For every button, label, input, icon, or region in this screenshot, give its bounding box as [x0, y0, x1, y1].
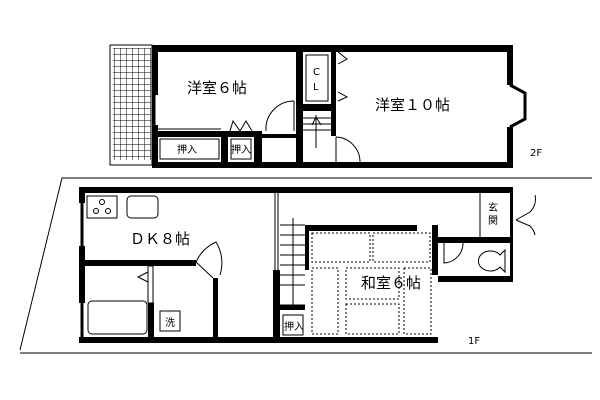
wall — [305, 225, 417, 231]
storage-label: 押入 — [284, 320, 304, 333]
wall — [438, 237, 513, 243]
wall — [79, 337, 438, 343]
door[interactable] — [195, 241, 223, 279]
wall — [507, 45, 513, 85]
floor-2: C L 押入 押入 洋室６帖 洋室１０帖 2F — [109, 44, 542, 168]
wall — [79, 246, 85, 303]
wall — [152, 125, 158, 168]
closet-label-c: C — [313, 67, 320, 78]
door[interactable] — [265, 100, 295, 132]
entrance-door[interactable] — [515, 194, 536, 236]
washer-space — [159, 310, 181, 332]
balcony-grating — [113, 48, 151, 160]
storage-closet — [230, 138, 252, 160]
kitchen-sink — [126, 195, 159, 219]
door[interactable] — [229, 119, 253, 132]
wall — [507, 127, 513, 168]
wall — [331, 45, 336, 105]
storage-label: 押入 — [177, 143, 197, 156]
closet — [305, 54, 329, 102]
wall — [79, 187, 513, 193]
balcony-outline — [109, 44, 153, 166]
closet-label-l: L — [313, 82, 319, 93]
staircase — [303, 115, 331, 148]
wall — [152, 162, 513, 168]
wall — [79, 260, 196, 266]
wall — [296, 45, 303, 168]
wall — [273, 270, 280, 340]
wall — [148, 303, 154, 340]
stove-burner-icon — [93, 199, 111, 214]
entrance-label: 玄 — [488, 201, 498, 214]
wall — [254, 131, 262, 168]
wall — [152, 131, 262, 137]
wall — [213, 278, 218, 340]
storage-closet — [159, 138, 220, 160]
wall — [152, 45, 158, 95]
bathtub — [87, 300, 148, 335]
toilet-icon — [477, 248, 506, 274]
room-label-western-6: 洋室６帖 — [187, 79, 247, 97]
door[interactable] — [136, 271, 149, 283]
stove — [86, 195, 118, 219]
wall — [303, 104, 336, 111]
room-label-japanese-6: 和室６帖 — [361, 274, 421, 292]
storage-closet — [282, 314, 304, 336]
washer-label: 洗 — [165, 317, 175, 329]
wall — [79, 187, 85, 203]
floor-label-2f: 2F — [530, 148, 542, 159]
bay-window — [509, 83, 527, 129]
wall — [262, 134, 303, 138]
room-label-dk-8: ＤＫ８帖 — [130, 230, 190, 248]
wall — [221, 131, 228, 168]
closet-door[interactable] — [337, 51, 349, 102]
wall — [147, 265, 154, 304]
wall — [280, 305, 305, 310]
wall — [438, 276, 513, 282]
lot-boundary — [19, 177, 592, 354]
room-label-western-10: 洋室１０帖 — [375, 96, 450, 114]
door[interactable] — [335, 136, 361, 165]
toilet-door[interactable] — [443, 242, 464, 264]
staircase — [280, 218, 305, 306]
wall — [432, 225, 438, 275]
wall — [305, 225, 309, 270]
storage-label: 押入 — [231, 143, 251, 156]
entrance-label: 関 — [488, 215, 498, 227]
wall — [331, 111, 336, 136]
wall — [510, 193, 513, 282]
floor-1: 洗 ＤＫ８帖 押入 和室６帖 玄 関 — [19, 177, 592, 354]
floor-label-1f: 1F — [468, 336, 480, 347]
tatami-mats — [311, 232, 432, 335]
